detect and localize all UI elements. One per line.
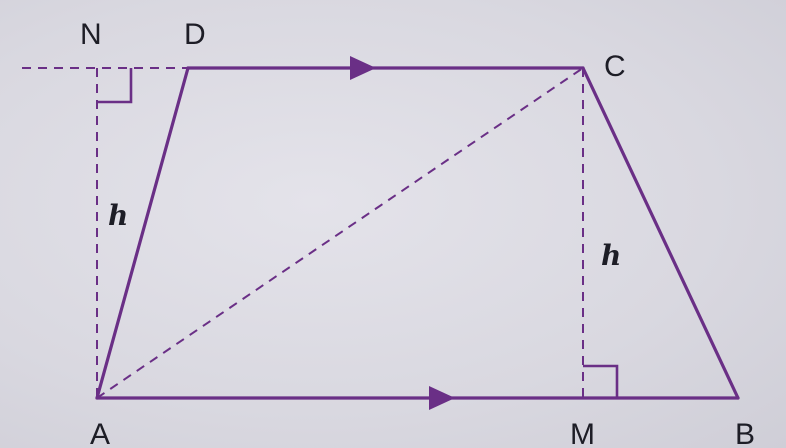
parallel-arrow-dc — [350, 56, 376, 80]
point-label-m: M — [570, 418, 595, 448]
right-angle-marker-n — [97, 68, 133, 104]
side-cb — [581, 66, 740, 400]
parallel-arrow-ab — [429, 386, 455, 410]
side-ad — [95, 66, 190, 400]
point-label-c: C — [604, 50, 626, 83]
point-label-d: D — [184, 18, 206, 51]
point-label-n: N — [80, 18, 102, 51]
point-label-a: A — [90, 418, 110, 448]
height-label-left: h — [108, 199, 128, 232]
dashed-diagonal-ac — [96, 67, 584, 399]
height-label-right: h — [601, 239, 621, 272]
point-label-b: B — [735, 418, 755, 448]
right-angle-marker-m — [583, 364, 619, 398]
